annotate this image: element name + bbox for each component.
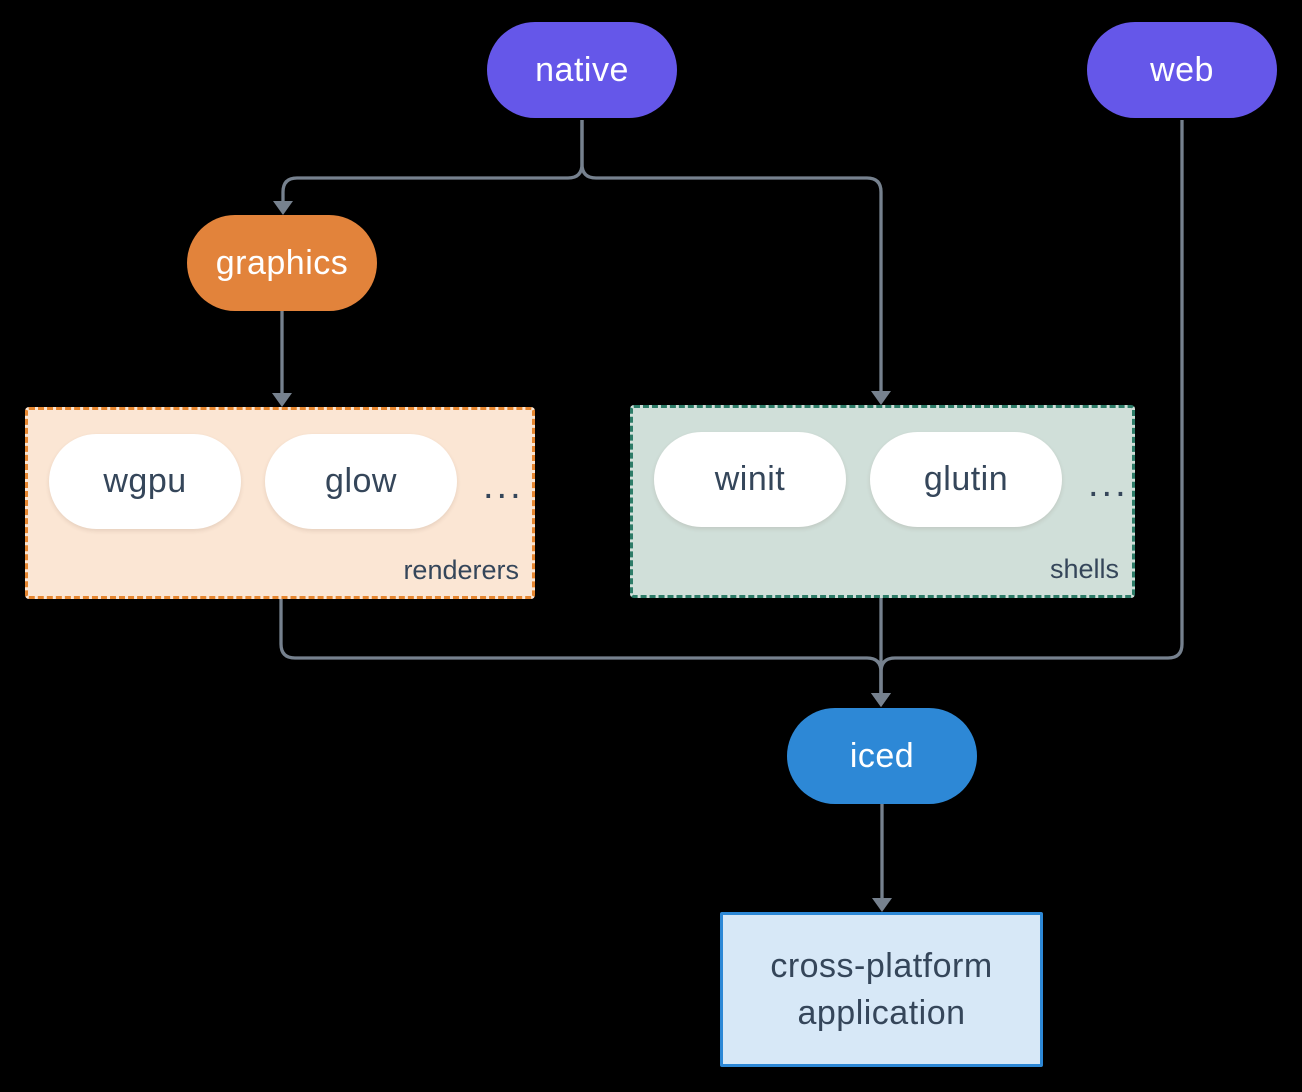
- renderers-row: wgpu glow ...: [28, 410, 532, 529]
- shells-row: winit glutin ...: [633, 408, 1132, 527]
- node-wgpu: wgpu: [49, 434, 241, 529]
- node-web: web: [1087, 22, 1277, 118]
- edge-native-shells: [580, 120, 891, 405]
- edge-native-graphics: [273, 120, 584, 215]
- renderers-ellipsis: ...: [483, 465, 524, 507]
- node-iced: iced: [787, 708, 977, 804]
- group-shells: winit glutin ... shells: [630, 405, 1135, 598]
- node-glow: glow: [265, 434, 457, 529]
- group-renderers: wgpu glow ... renderers: [25, 407, 535, 599]
- edge-renderers-iced: [279, 598, 891, 707]
- node-winit: winit: [654, 432, 846, 527]
- shells-ellipsis: ...: [1088, 463, 1129, 505]
- node-graphics: graphics: [187, 215, 377, 311]
- shells-label: shells: [1049, 554, 1119, 584]
- renderers-label: renderers: [403, 555, 519, 585]
- node-cross-platform-application: cross-platform application: [720, 912, 1043, 1067]
- node-glutin: glutin: [870, 432, 1062, 527]
- node-native: native: [487, 22, 677, 118]
